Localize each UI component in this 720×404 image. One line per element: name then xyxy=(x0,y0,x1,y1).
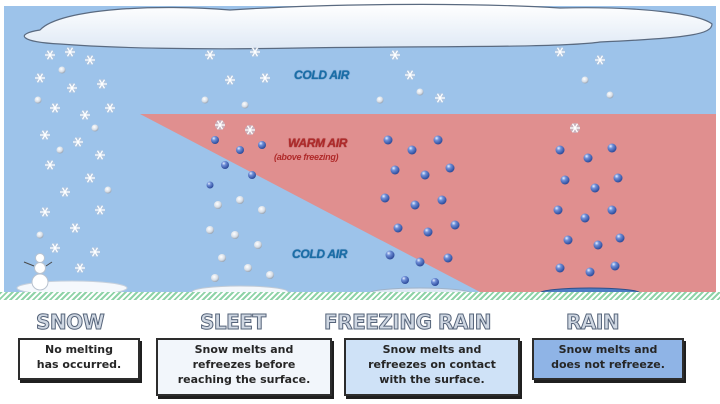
snow-description: No melting has occurred. xyxy=(18,338,140,380)
desc-line: refreezes on contact xyxy=(368,358,496,371)
top-strip xyxy=(0,0,720,6)
desc-line: Snow melts and xyxy=(558,343,658,356)
diagram-graphics xyxy=(16,3,716,299)
desc-line: does not refreeze. xyxy=(551,358,665,371)
snowman-icon xyxy=(16,253,128,296)
upper-cold-air-label: COLD AIR xyxy=(294,68,350,82)
warm-air-note: (above freezing) xyxy=(274,152,339,162)
snow-column xyxy=(34,46,116,274)
desc-line: has occurred. xyxy=(36,358,122,371)
freezing-rain-label: FREEZING RAIN xyxy=(323,310,492,335)
rain-label: RAIN xyxy=(565,310,620,335)
snow-label: SNOW xyxy=(35,310,105,335)
ground-surface xyxy=(0,292,720,300)
sleet-label: SLEET xyxy=(200,310,267,335)
precipitation-scene: COLD AIR WARM AIR (above freezing) COLD … xyxy=(0,0,720,300)
desc-line: refreezes before xyxy=(192,358,296,371)
desc-line: reaching the surface. xyxy=(177,373,311,386)
warm-air-layer xyxy=(140,114,716,292)
desc-line: No melting xyxy=(44,343,114,356)
sleet-description: Snow melts and refreezes before reaching… xyxy=(156,338,332,396)
lower-cold-air-label: COLD AIR xyxy=(292,247,348,261)
cloud-icon xyxy=(23,3,713,50)
desc-line: Snow melts and xyxy=(194,343,294,356)
desc-line: with the surface. xyxy=(379,373,485,386)
desc-line: Snow melts and xyxy=(382,343,482,356)
freezing-rain-description: Snow melts and refreezes on contact with… xyxy=(344,338,520,396)
rain-description: Snow melts and does not refreeze. xyxy=(532,338,684,380)
warm-air-label: WARM AIR xyxy=(288,136,348,150)
